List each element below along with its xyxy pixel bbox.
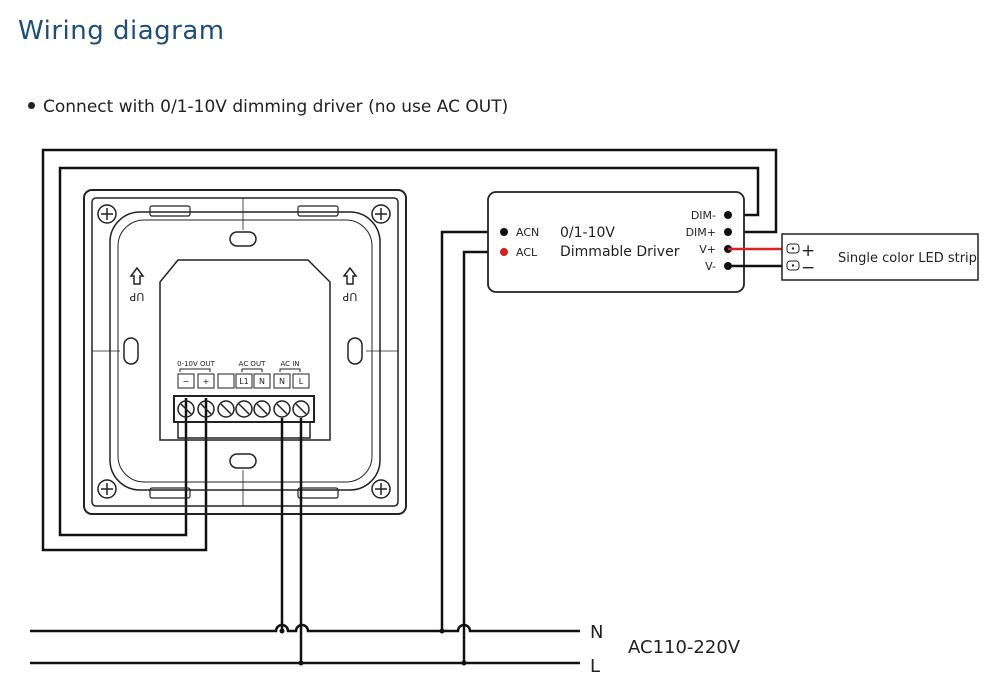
screw-icon bbox=[97, 204, 117, 224]
top-slot bbox=[229, 231, 257, 247]
dimmable-driver bbox=[487, 191, 745, 293]
driver-acl-terminal bbox=[500, 248, 508, 256]
group-label-ac-in: AC IN bbox=[280, 360, 299, 368]
instruction-text: Connect with 0/1-10V dimming driver (no … bbox=[43, 97, 509, 117]
terminal-labels bbox=[177, 373, 310, 389]
driver-pin-acl: ACL bbox=[516, 246, 538, 259]
driver-feed-wires bbox=[440, 230, 504, 663]
terminal-block bbox=[173, 395, 315, 439]
screw-icon bbox=[97, 479, 117, 499]
mains-n-label: N bbox=[590, 622, 603, 643]
terminal-module bbox=[159, 259, 331, 441]
instruction-line: Connect with 0/1-10V dimming driver (no … bbox=[28, 97, 508, 117]
terminal-label-dim-minus: − bbox=[183, 377, 190, 386]
left-slot bbox=[123, 337, 139, 365]
driver-output-terminals bbox=[724, 211, 732, 270]
up-arrow-icon bbox=[129, 266, 145, 285]
driver-acl-feed bbox=[462, 250, 504, 663]
driver-name-line2: Dimmable Driver bbox=[560, 244, 680, 260]
group-label-ac-out: AC OUT bbox=[239, 360, 266, 368]
led-strip bbox=[781, 233, 979, 281]
led-plus-label: + bbox=[801, 241, 815, 261]
dim-wires bbox=[41, 148, 778, 552]
driver-acn-terminal bbox=[500, 228, 508, 236]
driver-pin-v-plus: V+ bbox=[699, 243, 716, 256]
led-minus-label: − bbox=[801, 258, 815, 278]
dim-plus-wire bbox=[41, 148, 778, 552]
terminal-label-n-in: N bbox=[279, 377, 285, 386]
panel-outer bbox=[83, 189, 407, 515]
panel-frame bbox=[91, 197, 399, 507]
mains-l-label: L bbox=[590, 656, 600, 677]
up-arrow-icon bbox=[342, 266, 358, 285]
screw-icons bbox=[97, 204, 391, 499]
bullet-icon bbox=[28, 101, 35, 109]
up-label-left: UP bbox=[129, 290, 144, 303]
led-strip-label: Single color LED strip bbox=[838, 251, 977, 266]
page-title: Wiring diagram bbox=[18, 16, 225, 46]
screw-icon bbox=[371, 479, 391, 499]
mains-voltage-label: AC110-220V bbox=[628, 637, 741, 658]
terminal-label-l-in: L bbox=[299, 377, 304, 386]
driver-pin-dim-plus: DIM+ bbox=[686, 226, 716, 239]
right-slot bbox=[347, 337, 363, 365]
mains-lines bbox=[30, 623, 580, 665]
panel-feed-wires bbox=[280, 418, 303, 663]
led-pads bbox=[786, 243, 800, 271]
driver-pin-dim-minus: DIM- bbox=[691, 209, 716, 222]
terminal-label-dim-plus: + bbox=[203, 377, 210, 386]
driver-acn-feed bbox=[440, 230, 504, 631]
up-label-right: UP bbox=[342, 290, 357, 303]
group-label-dim-out: 0-10V OUT bbox=[177, 360, 216, 368]
terminal-label-l1: L1 bbox=[239, 377, 249, 386]
panel-inner bbox=[109, 211, 381, 491]
terminal-label-n-out: N bbox=[259, 377, 265, 386]
driver-pin-v-minus: V- bbox=[705, 260, 716, 273]
dim-minus-wire bbox=[58, 166, 760, 537]
wall-panel bbox=[83, 189, 407, 515]
driver-name-line1: 0/1-10V bbox=[560, 225, 615, 241]
up-arrow-icons bbox=[129, 266, 358, 285]
driver-pin-acn: ACN bbox=[516, 226, 539, 239]
mains-n-line bbox=[30, 623, 580, 633]
bottom-slot bbox=[229, 453, 257, 469]
screw-icon bbox=[371, 204, 391, 224]
